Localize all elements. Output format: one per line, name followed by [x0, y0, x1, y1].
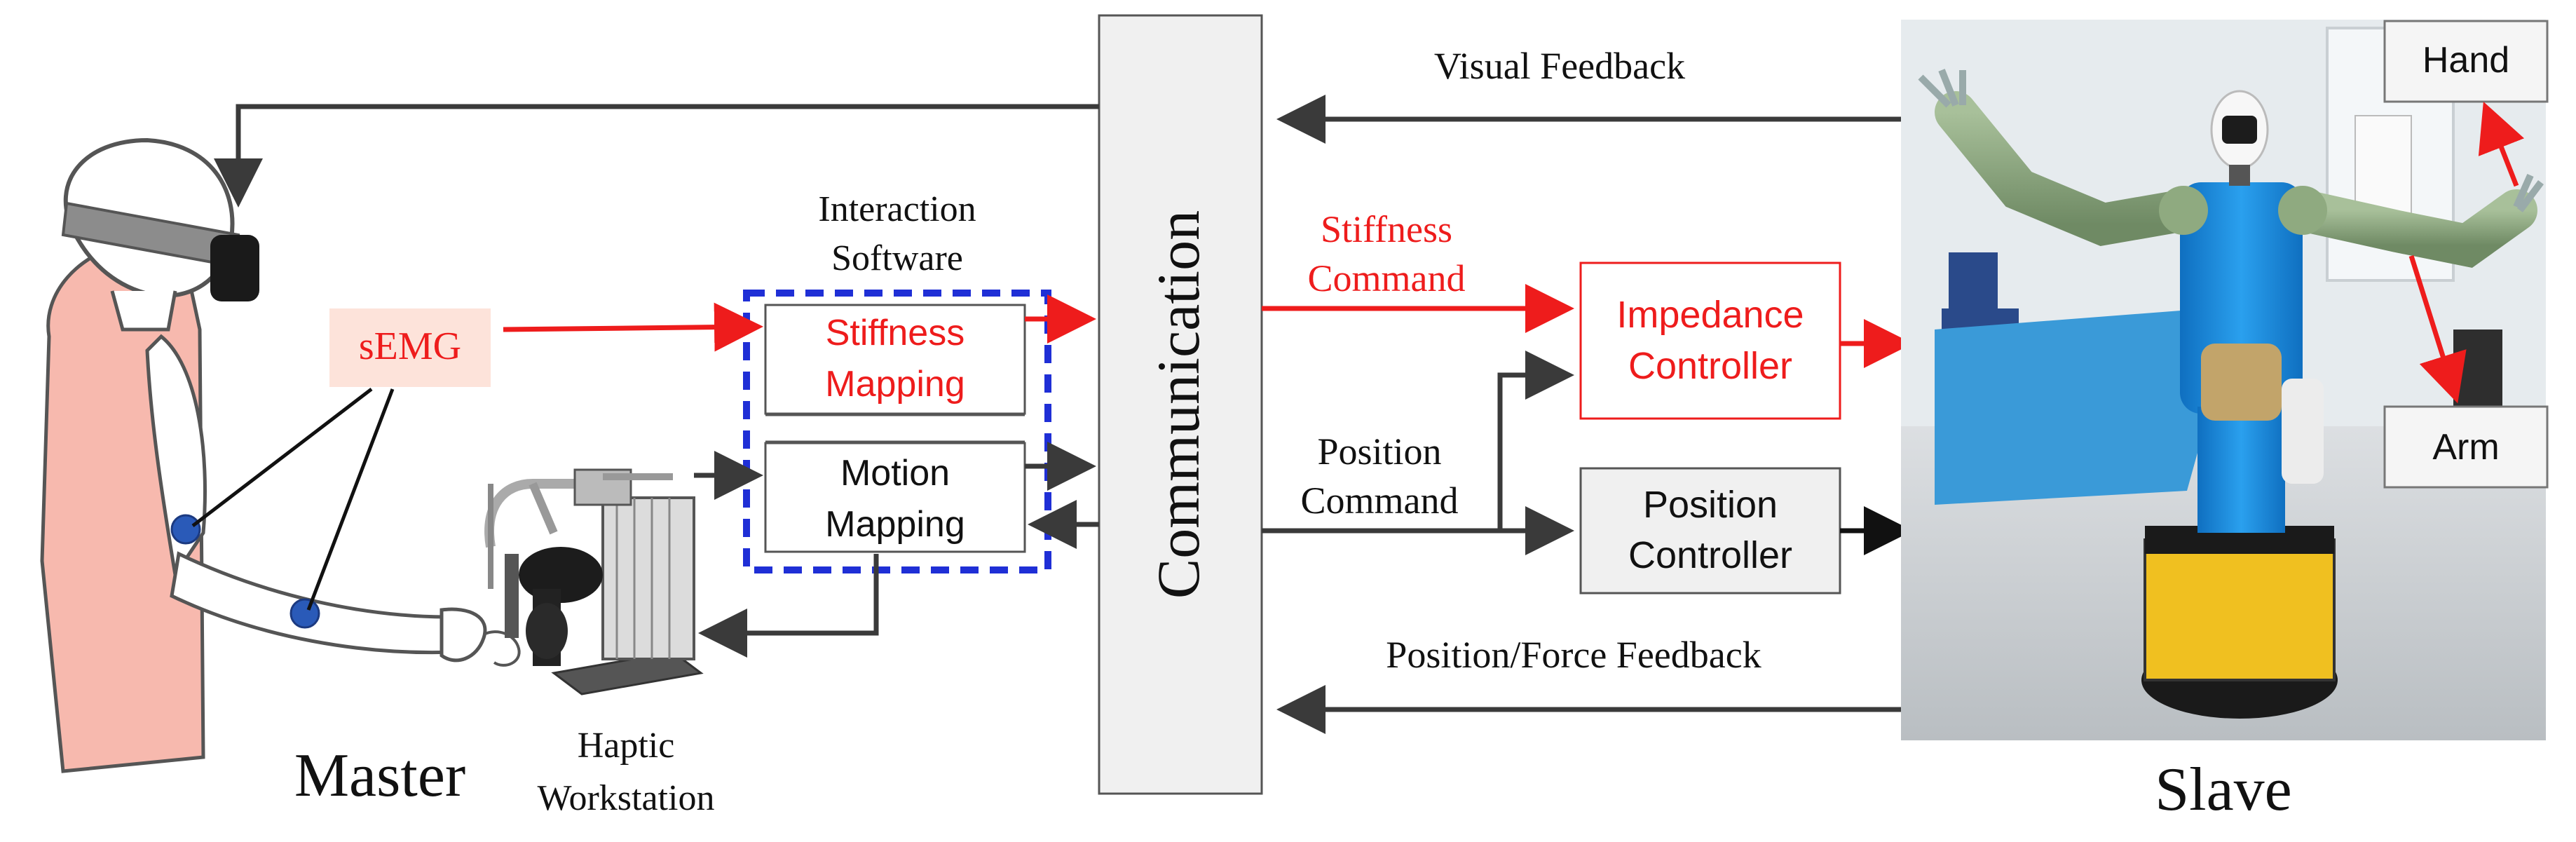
communication-to-headset-arrow [214, 104, 1099, 208]
impedance-controller-line2: Controller [1628, 345, 1792, 387]
impedance-controller-line1: Impedance [1616, 294, 1804, 336]
interaction-software-dashed-box [743, 290, 1051, 573]
arm-pointer-arrow [2408, 254, 2467, 404]
position-command-line1: Position [1317, 430, 1441, 473]
arm-label-box [2383, 405, 2549, 489]
semg-to-stiffness-arrow [503, 302, 763, 352]
motion-mapping-line2: Mapping [825, 504, 965, 545]
stiffness-mapping-line2: Mapping [825, 364, 965, 405]
communication-block [1098, 14, 1263, 795]
position-command-line2: Command [1301, 480, 1459, 522]
interaction-software-label-line2: Software [831, 238, 963, 278]
motion-to-haptic-arrow [698, 554, 879, 658]
position-command-branch-arrow [1497, 351, 1574, 531]
arm-label: Arm [2432, 427, 2499, 468]
hand-label-box [2383, 20, 2549, 103]
stiffness-command-line2: Command [1308, 257, 1466, 299]
haptic-label-line2: Workstation [538, 778, 715, 818]
master-label: Master [294, 742, 465, 810]
master-operator-figure [40, 137, 521, 773]
semg-label: sEMG [359, 325, 461, 368]
motion-mapping-line1: Motion [840, 453, 950, 494]
stiffness-command-line1: Stiffness [1321, 208, 1452, 250]
stiffness-mapping-line1: Stiffness [826, 313, 965, 353]
interaction-software-label-line1: Interaction [818, 189, 976, 229]
hand-label: Hand [2422, 40, 2509, 81]
motion-mapping-block [764, 442, 1026, 553]
semg-label-box [329, 308, 491, 387]
position-controller-line2: Controller [1628, 534, 1792, 576]
haptic-label-line1: Haptic [578, 726, 675, 766]
position-controller-line1: Position [1643, 484, 1778, 526]
haptic-workstation-image [484, 468, 704, 695]
impedance-controller-block [1579, 262, 1841, 420]
position-force-feedback-label: Position/Force Feedback [1386, 634, 1761, 676]
stiffness-mapping-block [764, 304, 1026, 415]
visual-feedback-label: Visual Feedback [1434, 45, 1685, 87]
communication-label: Communication [1145, 210, 1212, 599]
position-controller-block [1579, 467, 1841, 595]
hand-pointer-arrow [2478, 101, 2525, 187]
slave-label: Slave [2155, 756, 2292, 824]
